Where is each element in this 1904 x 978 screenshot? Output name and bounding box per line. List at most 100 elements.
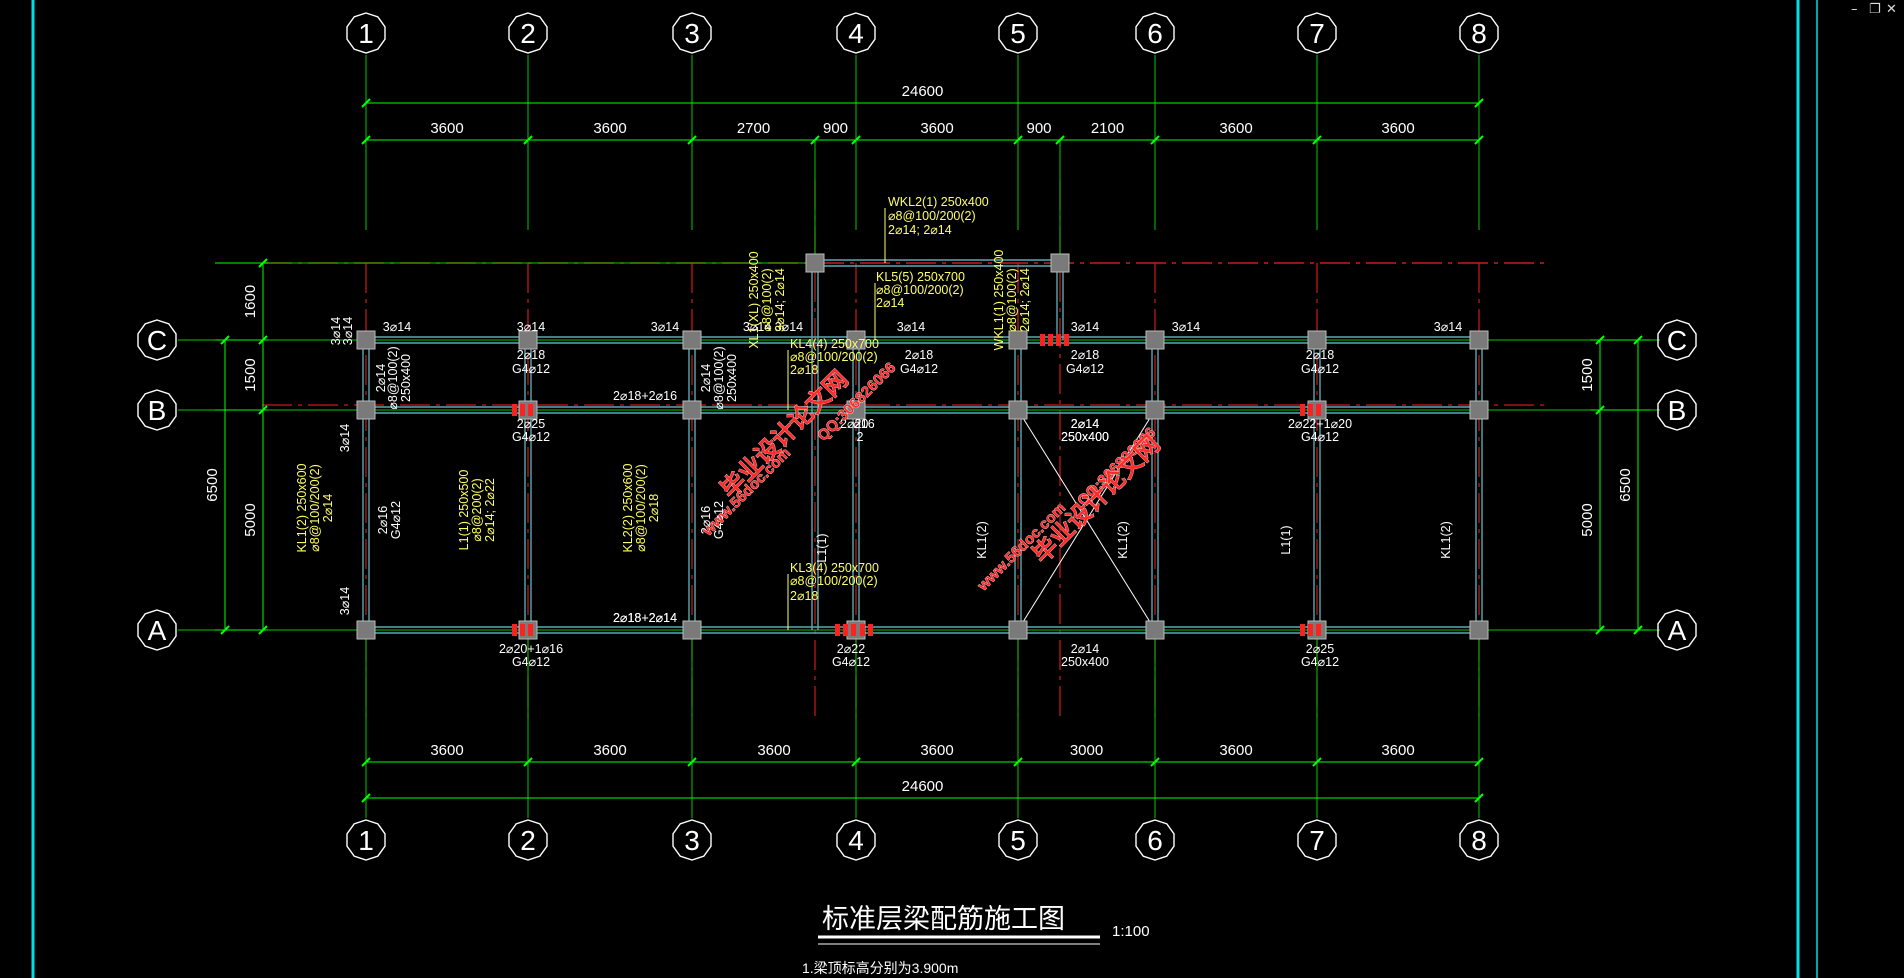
- axis-bottom-3-bubble: [672, 819, 712, 861]
- axis-right-B-label: B: [1668, 395, 1687, 426]
- rebar-label-59: 2⌀14; 2⌀14: [1018, 268, 1032, 332]
- rebar-label-8: 2⌀18: [517, 348, 545, 362]
- rebar-label-19: G4⌀12: [512, 430, 550, 444]
- rebar-a4b-0: [860, 624, 865, 636]
- dim-top-seg-label-5: 900: [1026, 120, 1051, 137]
- dim-bottom-seg-tick-5: [1150, 757, 1160, 767]
- rebar-label-76: 2⌀14: [699, 364, 713, 392]
- rebar-label-33: 2⌀25: [1306, 642, 1334, 656]
- dim-top-total-tick-1: [1474, 98, 1484, 108]
- column-c-5: [1008, 330, 1028, 350]
- dim-top-seg-label-8: 3600: [1381, 120, 1414, 137]
- axis-bottom-1-label: 1: [358, 825, 374, 856]
- restore-button[interactable]: ❐: [1869, 2, 1881, 17]
- rebar-label-16: 2⌀14: [1071, 417, 1099, 431]
- axis-top-7-bubble: [1297, 12, 1337, 54]
- axis-bottom-5-bubble: [998, 819, 1038, 861]
- rebar-a7-0: [1300, 624, 1305, 636]
- dim-top-seg-tick-6: [1055, 135, 1065, 145]
- dim-bottom-seg-label-2: 3600: [757, 742, 790, 759]
- watermarks: 毕业设计论文网www.56doc.comQQ:306826066www.56do…: [698, 359, 1166, 595]
- centerlines: [262, 180, 1545, 720]
- axis-top-1-bubble: [346, 12, 386, 54]
- rebar-label-72: ⌀8@100/200(2): [634, 464, 648, 552]
- rebar-label-82: L1(1): [1279, 525, 1293, 554]
- rebar-b7-0: [1300, 404, 1305, 416]
- rebar-label-74: 2⌀16: [699, 506, 713, 534]
- axis-top-3-label: 3: [684, 18, 700, 49]
- rebar-label-78: 250x400: [725, 354, 739, 402]
- rebar-a4-2: [851, 624, 856, 636]
- dim-top-total-label-0: 24600: [902, 83, 944, 100]
- axis-bottom-2-bubble: [508, 819, 548, 861]
- rebar-label-53: 3⌀14: [338, 587, 352, 615]
- column-c-2: [518, 330, 538, 350]
- dim-left-seg-label-2: 5000: [242, 503, 259, 536]
- column-a-6: [1145, 620, 1165, 640]
- rebar-a2-1: [520, 624, 525, 636]
- minimize-button[interactable]: –: [1851, 2, 1858, 17]
- dim-left-seg-label-0: 1600: [242, 285, 259, 318]
- dim-bottom-seg-label-0: 3600: [430, 742, 463, 759]
- rebar-label-32: 250x400: [1061, 655, 1109, 669]
- axis-left-B-bubble: [137, 389, 177, 431]
- dim-bottom-seg-label-6: 3600: [1381, 742, 1414, 759]
- axis-bottom-7-label: 7: [1309, 825, 1325, 856]
- axis-top-5-label: 5: [1010, 18, 1026, 49]
- dim-top-seg-tick-7: [1150, 135, 1160, 145]
- dim-bottom-seg-tick-7: [1474, 757, 1484, 767]
- rebar-label-39: ⌀8@100/200(2): [790, 350, 878, 364]
- rebar-label-11: G4⌀12: [900, 362, 938, 376]
- rebar-label-20: 2⌀18+2⌀16: [613, 389, 677, 403]
- axis-right-C-bubble: [1657, 319, 1697, 361]
- dim-top-seg-label-1: 3600: [593, 120, 626, 137]
- rebar-b2-1: [520, 404, 525, 416]
- rebar-b7-2: [1316, 404, 1321, 416]
- column-b-8: [1469, 400, 1489, 420]
- dim-bottom-total-tick-0: [361, 793, 371, 803]
- rebar-label-17: 250x400: [1061, 430, 1109, 444]
- dim-top-total-tick-0: [361, 98, 371, 108]
- brace-2: [1017, 409, 1156, 631]
- rebar-label-34: G4⌀12: [1301, 655, 1339, 669]
- rebar-label-81: KL1(2): [1116, 521, 1130, 559]
- dim-top-seg-tick-4: [851, 135, 861, 145]
- dim-right-seg-label-1: 5000: [1579, 503, 1596, 536]
- rebar-label-79: L1(1): [815, 533, 829, 562]
- rebar-label-0: 3⌀14: [383, 320, 411, 334]
- rebar-label-15: G4⌀12: [1066, 362, 1104, 376]
- rebar-label-38: KL4(4) 250x700: [790, 337, 879, 351]
- rebar-label-67: G4⌀12: [389, 501, 403, 539]
- watermark-5: 毕业设计论文网: [1027, 430, 1166, 569]
- rebar-label-47: 2⌀20: [840, 417, 868, 431]
- axis-bottom-7-bubble: [1297, 819, 1337, 861]
- rebar-label-13: G4⌀12: [1301, 362, 1339, 376]
- rebar-label-57: WKL1(1) 250x400: [992, 250, 1006, 351]
- column-b-5: [1008, 400, 1028, 420]
- rebar-label-24: G4⌀12: [1301, 430, 1339, 444]
- rebar-label-37: 2⌀14: [876, 296, 904, 310]
- rebar-label-23: 2⌀22+1⌀20: [1288, 417, 1352, 431]
- axis-left-B-label: B: [148, 395, 167, 426]
- rebar-c5-0: [1040, 334, 1045, 346]
- axis-bottom-4-label: 4: [848, 825, 864, 856]
- rebar-label-48: ⌀16: [853, 417, 874, 431]
- dim-bottom-total-label-0: 24600: [902, 778, 944, 795]
- rebar-b2-0: [512, 404, 517, 416]
- dim-bottom-seg-tick-2: [687, 757, 697, 767]
- rebar-label-80: KL1(2): [975, 521, 989, 559]
- rebar-label-9: G4⌀12: [512, 362, 550, 376]
- rebar-a2-0: [512, 624, 517, 636]
- rebar-label-44: KL3(4) 250x700: [790, 561, 879, 575]
- dim-top-seg-label-3: 900: [823, 120, 848, 137]
- axis-bottom-2-label: 2: [520, 825, 536, 856]
- dim-bottom-seg-label-4: 3000: [1070, 742, 1103, 759]
- rebar-label-54: XL1(XL) 250x400: [747, 251, 761, 348]
- dim-top-seg-tick-1: [523, 135, 533, 145]
- drawing-title: 标准层梁配筋施工图: [822, 904, 1065, 935]
- rebar-label-65: 2⌀14: [321, 494, 335, 522]
- axis-top-1-label: 1: [358, 18, 374, 49]
- close-button[interactable]: ✕: [1886, 2, 1897, 17]
- rebar-label-35: KL5(5) 250x700: [876, 270, 965, 284]
